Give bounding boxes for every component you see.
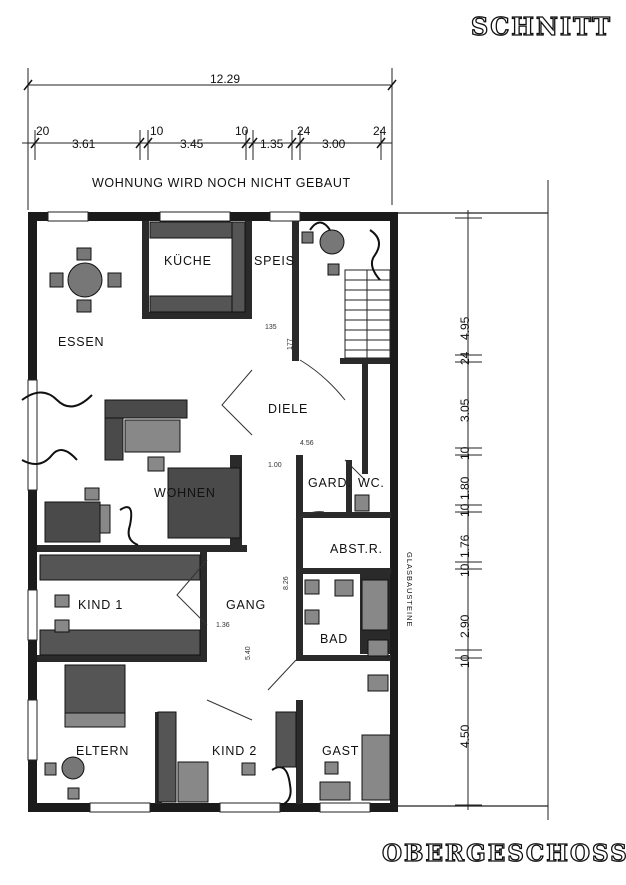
section-heading: SCHNITT xyxy=(470,11,612,41)
dim-height-segment: 4.50 xyxy=(458,724,472,748)
balcony-lines xyxy=(398,212,548,807)
glass-block-label: GLASBAUSTEINE xyxy=(405,552,414,628)
room-label-kueche: KÜCHE xyxy=(164,254,212,268)
eltern-furniture xyxy=(44,664,126,800)
construction-note: WOHNUNG WIRD NOCH NICHT GEBAUT xyxy=(92,176,351,190)
kind2-furniture xyxy=(157,711,297,803)
room-label-bad: BAD xyxy=(320,632,349,646)
dim-height-segment: 10 xyxy=(458,563,472,577)
room-label-essen: ESSEN xyxy=(58,335,105,349)
dim-segment: 24 xyxy=(297,124,311,138)
dim-segment: 10 xyxy=(150,124,164,138)
room-label-abstr: ABST.R. xyxy=(330,542,383,556)
small-mark: 177 xyxy=(287,338,294,350)
dim-height-segment: 10 xyxy=(458,503,472,517)
small-mark: 4.56 xyxy=(300,440,314,447)
room-label-speis: SPEIS xyxy=(254,254,295,268)
dim-height-segment: 3.05 xyxy=(458,398,472,422)
floor-heading: OBERGESCHOSS xyxy=(381,839,626,867)
room-label-gast: GAST xyxy=(322,744,360,758)
dim-height-segment: 4.95 xyxy=(458,316,472,340)
room-label-wohnen: WOHNEN xyxy=(154,486,216,500)
dimension-ticks xyxy=(23,79,397,149)
room-label-gang: GANG xyxy=(226,598,267,612)
room-label-wc: WC. xyxy=(358,476,385,490)
dim-segment: 3.00 xyxy=(322,137,346,151)
room-label-kind1: KIND 1 xyxy=(78,598,124,612)
dim-overall-width: 12.29 xyxy=(210,72,241,86)
dimension-lines xyxy=(22,68,549,820)
living-sofa xyxy=(44,399,241,543)
sanitary-fixtures xyxy=(304,494,391,801)
dim-segment: 1.35 xyxy=(260,137,284,151)
dim-segment: 24 xyxy=(373,124,387,138)
door-swings xyxy=(176,359,366,721)
room-label-gard: GARD. xyxy=(308,476,352,490)
kind1-furniture xyxy=(39,554,201,656)
landing-table xyxy=(301,229,345,276)
staircase xyxy=(344,269,391,359)
room-label-eltern: ELTERN xyxy=(76,744,130,758)
dim-segment: 3.61 xyxy=(72,137,96,151)
dim-height-segment: 10 xyxy=(458,654,472,668)
dim-segment: 10 xyxy=(235,124,249,138)
dim-height-segment: 10 xyxy=(458,446,472,460)
dining-table xyxy=(49,247,122,313)
dim-height-segment: 1.80 xyxy=(458,476,472,500)
dim-segment: 3.45 xyxy=(180,137,204,151)
kitchen-counters xyxy=(149,221,246,313)
dim-height-segment: 24 xyxy=(458,351,472,365)
room-label-kind2: KIND 2 xyxy=(212,744,258,758)
small-mark: 1.36 xyxy=(216,622,230,629)
small-mark: 1.00 xyxy=(268,462,282,469)
small-mark: 8.26 xyxy=(283,576,290,590)
dim-height-segment: 1.76 xyxy=(458,534,472,558)
small-mark: 5.40 xyxy=(245,646,252,660)
dim-segment: 20 xyxy=(36,124,50,138)
room-label-diele: DIELE xyxy=(268,402,309,416)
window-openings xyxy=(27,211,371,813)
dim-height-segment: 2.90 xyxy=(458,614,472,638)
small-mark: 135 xyxy=(265,324,277,331)
